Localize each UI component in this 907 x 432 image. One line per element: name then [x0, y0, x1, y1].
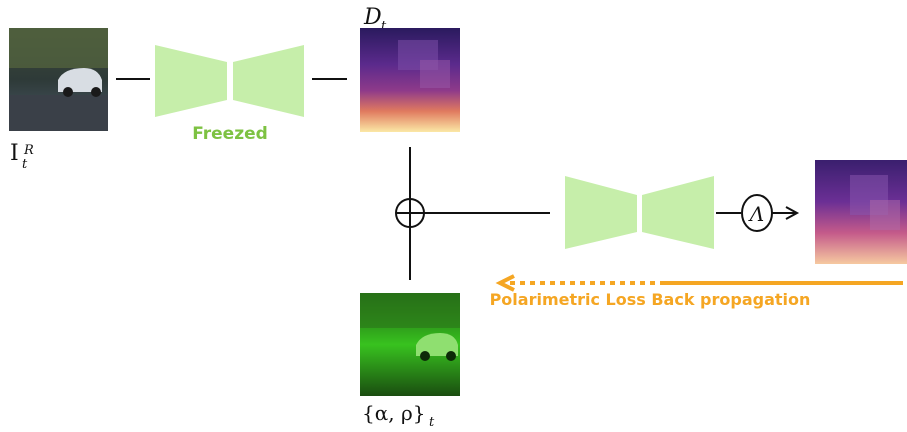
arrow-right-icon: [772, 206, 800, 220]
frozen-encoder: [155, 45, 227, 117]
depth-map-thumbnail: [360, 28, 460, 132]
input-image-label: I: [10, 141, 19, 166]
trainable-network: [565, 176, 714, 249]
refined-depth-map-thumbnail: [815, 160, 907, 264]
polar-params-thumbnail: [360, 293, 460, 396]
frozen-decoder: [233, 45, 304, 117]
input-image-sub: t: [22, 157, 28, 172]
backprop-label: Polarimetric Loss Back propagation: [490, 290, 811, 309]
circle-plus-icon: [395, 198, 425, 228]
backprop-arrow: [495, 274, 903, 292]
input-image-sup: R: [23, 143, 34, 158]
operator-label: Λ: [748, 202, 764, 226]
polar-params-label: {α, ρ}: [362, 401, 425, 425]
arrow-left-icon: [495, 274, 515, 292]
polar-params-sub: t: [429, 415, 435, 430]
frozen-label: Freezed: [192, 124, 268, 144]
input-image-thumbnail: [9, 28, 108, 131]
trainable-encoder: [565, 176, 637, 249]
trainable-decoder: [642, 176, 714, 249]
frozen-network: [155, 45, 304, 117]
depth-map-sub: t: [381, 19, 387, 34]
depth-map-label: D: [363, 5, 382, 30]
